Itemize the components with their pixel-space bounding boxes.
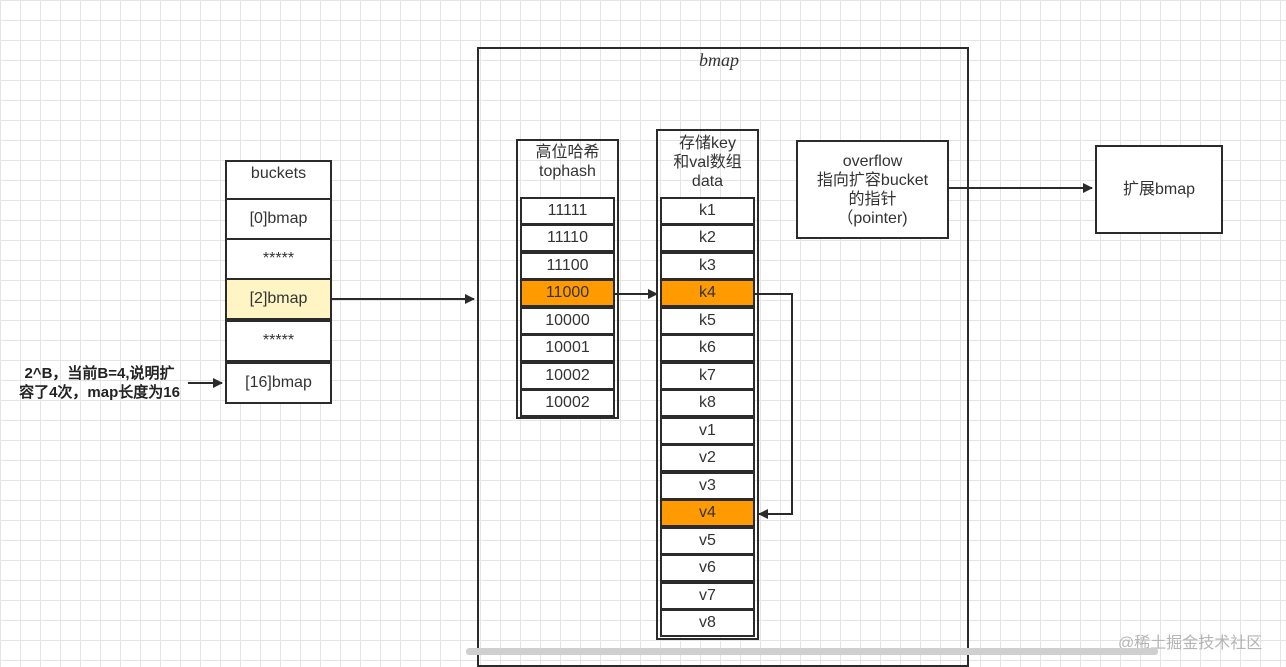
bucket-count-note: 2^B，当前B=4,说明扩 容了4次，map长度为16 — [19, 365, 180, 401]
data-cell-11: v4 — [660, 499, 755, 527]
buckets-header: buckets — [250, 164, 307, 182]
data-cell-7: k8 — [660, 389, 755, 417]
bucket-item-1: ***** — [225, 238, 332, 280]
overflow-label: overflow 指向扩容bucket 的指针 （pointer) — [816, 152, 929, 227]
data-cell-12: v5 — [660, 527, 755, 555]
data-cell-5: k6 — [660, 334, 755, 362]
extended-bmap-box: 扩展bmap — [1095, 145, 1223, 234]
arrow-key-to-value — [755, 293, 793, 519]
tophash-cell-7: 10002 — [520, 389, 615, 417]
overflow-box: overflow 指向扩容bucket 的指针 （pointer) — [796, 140, 949, 239]
data-cell-13: v6 — [660, 554, 755, 582]
bucket-item-4: [16]bmap — [225, 362, 332, 404]
tophash-cell-2: 11100 — [520, 252, 615, 280]
bmap-title: bmap — [699, 50, 739, 70]
tophash-cell-6: 10002 — [520, 362, 615, 390]
extended-bmap-label: 扩展bmap — [1122, 181, 1196, 198]
data-cell-3: k4 — [660, 279, 755, 307]
data-header: 存储key 和val数组 data — [673, 134, 742, 190]
bucket-item-3: ***** — [225, 320, 332, 362]
tophash-column — [516, 139, 619, 419]
data-cell-14: v7 — [660, 582, 755, 610]
watermark: @稀土掘金技术社区 — [1118, 635, 1263, 652]
tophash-cell-4: 10000 — [520, 307, 615, 335]
data-column — [656, 129, 759, 640]
buckets-header-box: buckets — [225, 160, 332, 200]
tophash-header: 高位哈希 tophash — [535, 144, 600, 180]
tophash-cell-0: 11111 — [520, 197, 615, 225]
horizontal-scrollbar[interactable] — [466, 648, 1158, 655]
tophash-cell-1: 11110 — [520, 224, 615, 252]
tophash-cell-5: 10001 — [520, 334, 615, 362]
data-cell-1: k2 — [660, 224, 755, 252]
tophash-cell-3: 11000 — [520, 279, 615, 307]
data-cell-15: v8 — [660, 609, 755, 637]
data-cell-9: v2 — [660, 444, 755, 472]
bucket-item-2: [2]bmap — [225, 278, 332, 320]
data-cell-0: k1 — [660, 197, 755, 225]
